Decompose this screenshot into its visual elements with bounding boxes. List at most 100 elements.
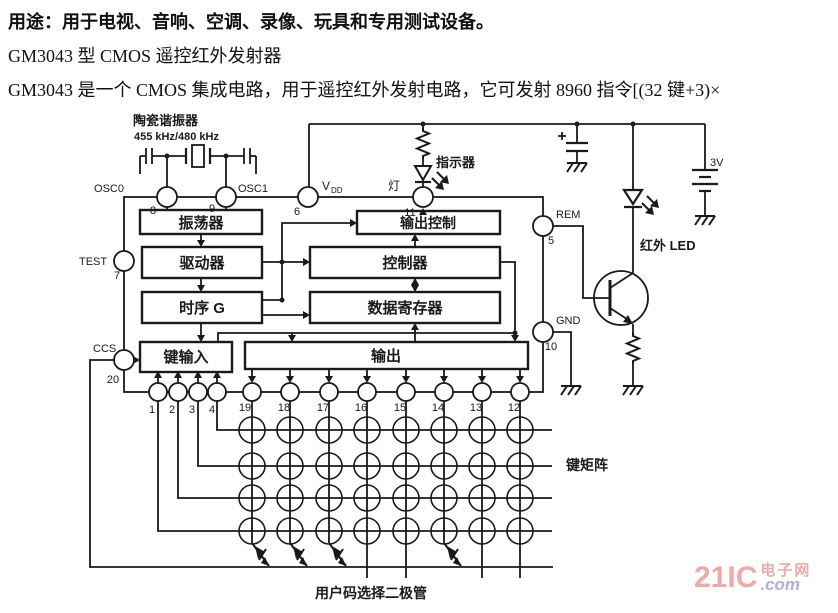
pin-osc1 <box>215 186 237 208</box>
pin-13-number: 13 <box>470 402 482 414</box>
pin-arrows <box>154 369 524 383</box>
pin-15-number: 15 <box>394 402 406 414</box>
test-number: 7 <box>114 270 120 282</box>
ir-led <box>621 188 660 216</box>
block-output <box>243 340 530 371</box>
pin-1 <box>148 382 168 402</box>
pin-2-number: 2 <box>169 404 175 416</box>
test-label: TEST <box>79 256 107 268</box>
block-driver <box>140 245 264 280</box>
pin-14-number: 14 <box>432 402 444 414</box>
ground-symbol <box>566 162 588 173</box>
indicator-resistor <box>416 127 430 160</box>
npn-transistor <box>593 270 649 396</box>
block-oscillator-label: 振荡器 <box>178 214 224 232</box>
block-key-input-label: 键输入 <box>162 348 208 366</box>
pin-circles <box>113 186 554 402</box>
resonator-freq: 455 kHz/480 kHz <box>134 131 219 143</box>
pin-12-number: 12 <box>508 402 520 414</box>
osc1-number: 9 <box>209 203 215 215</box>
battery-label: 3V <box>710 157 724 169</box>
pin-4-number: 4 <box>209 404 215 416</box>
pin-3 <box>188 382 208 402</box>
description-line: GM3043 是一个 CMOS 集成电路，用于遥控红外发射电路，它可发射 896… <box>8 80 721 100</box>
pin-1-number: 1 <box>149 404 155 416</box>
rem-wire <box>553 225 610 299</box>
pin-16-number: 16 <box>355 402 367 414</box>
user-code-diodes-label: 用户码选择二极管 <box>315 585 427 601</box>
pin-2 <box>168 382 188 402</box>
block-oscillator <box>138 208 264 236</box>
key-circles <box>238 416 534 545</box>
block-controller-label: 控制器 <box>382 254 428 272</box>
pin-lamp-11 <box>412 186 434 208</box>
emitter-resistor <box>626 332 640 365</box>
lamp-label: 灯 <box>388 179 400 193</box>
watermark-site-cn: 电子网 <box>760 562 812 579</box>
block-data-register-label: 数据寄存器 <box>367 299 443 317</box>
selection-diode <box>443 542 462 567</box>
gnd-label: GND <box>556 315 581 327</box>
rem-label: REM <box>556 209 580 221</box>
ccs-label: CCS <box>93 343 116 355</box>
rem-number: 5 <box>548 235 554 247</box>
pin-19 <box>242 382 262 402</box>
pin-13 <box>472 382 492 402</box>
key-matrix <box>89 359 553 578</box>
pin-4 <box>207 382 227 402</box>
vdd-number: 6 <box>294 206 300 218</box>
vdd-label-sub: DD <box>331 186 343 195</box>
pin-gnd <box>532 321 554 343</box>
ccs-number: 20 <box>107 374 119 386</box>
part-title-line: GM3043 型 CMOS 遥控红外发射器 <box>8 46 282 66</box>
pin-17 <box>319 382 339 402</box>
pin-rem <box>532 215 554 237</box>
osc1-label: OSC1 <box>238 183 268 195</box>
ground-symbol <box>560 385 582 396</box>
bypass-capacitor <box>558 124 588 173</box>
ir-led-label: 红外 LED <box>640 238 696 253</box>
block-output-label: 输出 <box>371 347 401 365</box>
gnd-wire <box>553 331 582 396</box>
selection-diode <box>289 542 308 567</box>
pin-ccs <box>113 349 135 371</box>
gnd-number: 10 <box>545 341 557 353</box>
pin-18 <box>280 382 300 402</box>
pin-17-number: 17 <box>317 402 329 414</box>
indicator-led <box>413 165 450 191</box>
ceramic-resonator <box>139 144 257 187</box>
pin-18-number: 18 <box>278 402 290 414</box>
resonator-title: 陶瓷谐振器 <box>133 113 199 128</box>
battery-3v <box>692 124 718 226</box>
pin-19-number: 19 <box>239 402 251 414</box>
pin-osc0 <box>156 186 178 208</box>
block-output-control <box>355 209 502 236</box>
watermark: 21IC 电子网 .com <box>694 562 812 594</box>
usage-line: 用途：用于电视、音响、空调、录像、玩具和专用测试设备。 <box>8 12 494 32</box>
crystal <box>184 144 212 168</box>
key-matrix-label: 键矩阵 <box>565 457 608 473</box>
ir-led-branch <box>621 124 660 273</box>
pin-14 <box>434 382 454 402</box>
supply-rail <box>308 121 705 187</box>
ccs-user-code-line <box>89 359 553 568</box>
ground-symbol <box>694 215 716 226</box>
pin-3-number: 3 <box>189 404 195 416</box>
ground-symbol <box>622 385 644 396</box>
pin-test <box>113 250 135 272</box>
pin-vdd <box>297 186 319 208</box>
selection-diode <box>251 542 270 567</box>
osc0-number: 8 <box>150 205 156 217</box>
block-data-register <box>308 290 502 325</box>
osc0-label: OSC0 <box>94 183 124 195</box>
block-key-input <box>138 340 234 374</box>
indicator-label: 指示器 <box>436 155 476 170</box>
pin-12 <box>510 382 530 402</box>
pin-16 <box>357 382 377 402</box>
watermark-domain: .com <box>760 575 801 594</box>
internal-wires <box>133 207 519 364</box>
vdd-label: V <box>322 179 330 193</box>
pin-15 <box>396 382 416 402</box>
